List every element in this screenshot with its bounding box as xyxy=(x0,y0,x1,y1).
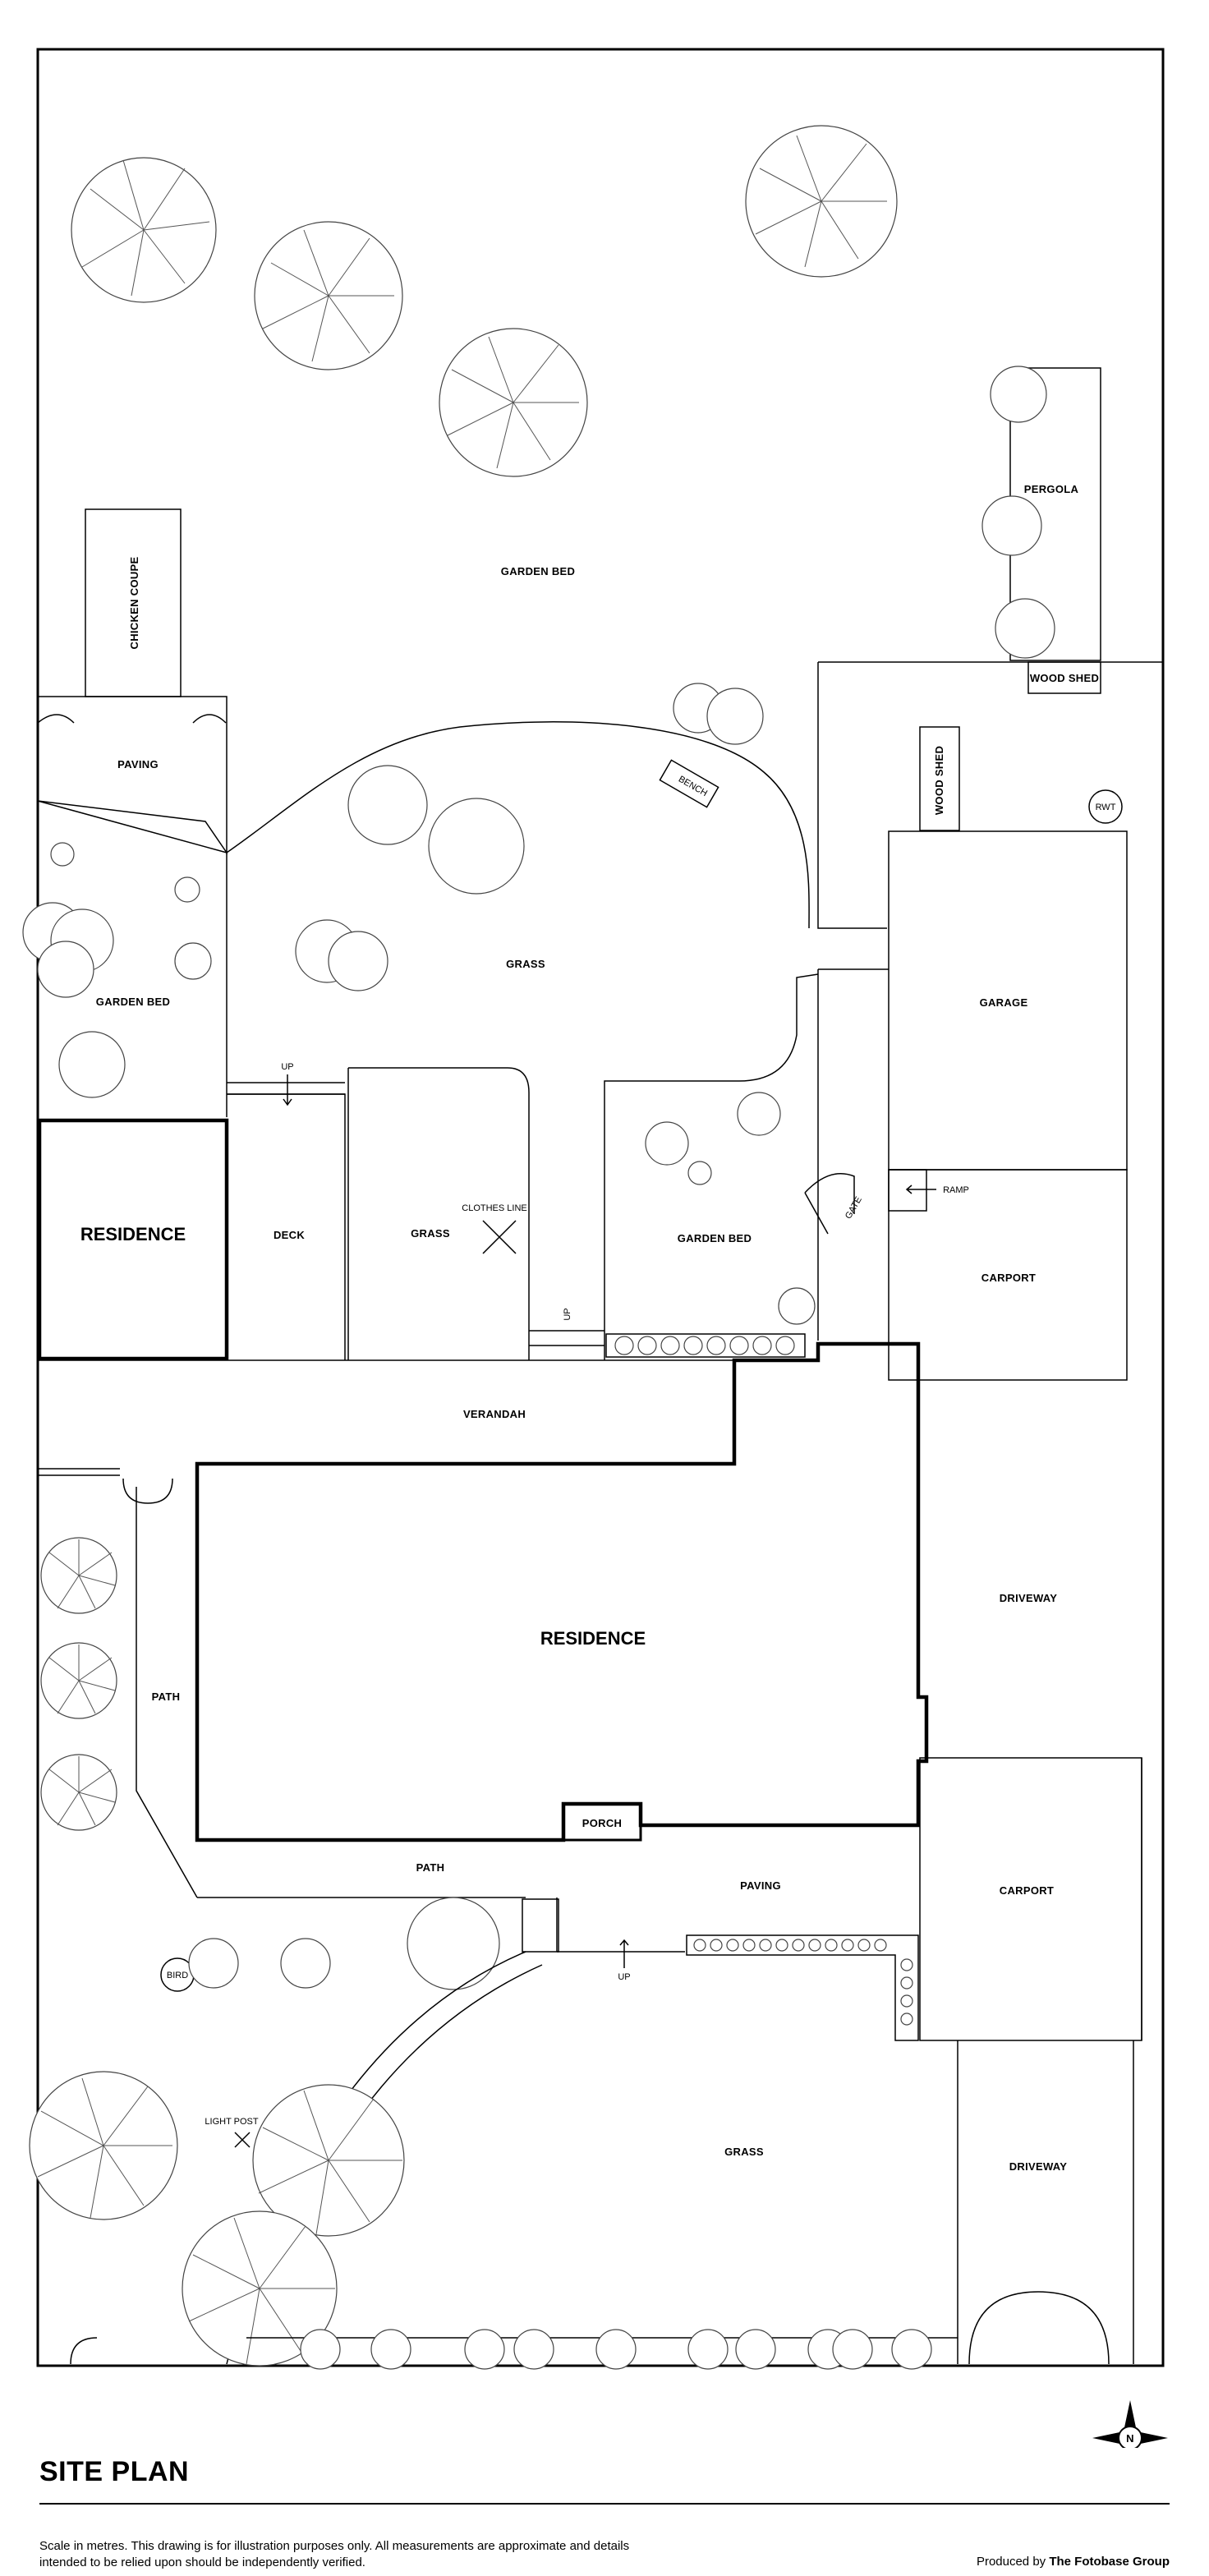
label-gate: GATE xyxy=(844,1195,864,1221)
label-chicken-coupe: CHICKEN COUPE xyxy=(128,556,140,649)
tree-medium xyxy=(428,798,525,895)
label-garage: GARAGE xyxy=(980,996,1028,1009)
bench xyxy=(659,759,719,808)
label-wood-shed-2: WOOD SHED xyxy=(933,746,945,815)
footer: SITE PLAN Scale in metres. This drawing … xyxy=(39,2456,1170,2569)
clothes-line-icon xyxy=(482,1220,517,1254)
label-garden-bed-left: GARDEN BED xyxy=(96,996,170,1008)
tree-large xyxy=(745,125,898,278)
tree-large xyxy=(182,2210,338,2367)
label-garden-bed-mid: GARDEN BED xyxy=(678,1232,752,1244)
hedge xyxy=(605,1333,806,1358)
label-pergola: PERGOLA xyxy=(1024,483,1079,495)
porch xyxy=(562,1802,642,1842)
label-carport-2: CARPORT xyxy=(1000,1884,1054,1897)
label-rwt: RWT xyxy=(1096,803,1116,812)
label-carport-1: CARPORT xyxy=(981,1272,1036,1284)
tree-small xyxy=(280,1938,331,1989)
credit-prefix: Produced by xyxy=(976,2555,1050,2569)
credit-text: Produced by The Fotobase Group xyxy=(977,2555,1170,2569)
label-grass-1: GRASS xyxy=(506,958,545,970)
label-bench: BENCH xyxy=(677,775,709,799)
tree-small xyxy=(188,1938,239,1989)
tree-large xyxy=(252,2084,405,2237)
tree-large xyxy=(29,2071,178,2220)
label-light-post: LIGHT POST xyxy=(205,2117,258,2127)
carport xyxy=(888,1169,1128,1381)
hedge xyxy=(686,1934,919,2041)
tree-small xyxy=(981,495,1042,556)
label-path-1: PATH xyxy=(152,1690,181,1703)
site-plan-title: SITE PLAN xyxy=(39,2456,190,2487)
tree-small xyxy=(737,1092,781,1136)
planter xyxy=(522,1898,559,1953)
label-wood-shed-1: WOOD SHED xyxy=(1030,672,1099,684)
tree-small xyxy=(328,931,388,991)
tree-medium xyxy=(37,941,94,998)
tree-small xyxy=(706,688,764,745)
label-bird: BIRD xyxy=(167,1971,188,1980)
tree-medium xyxy=(407,1897,500,1990)
label-deck: DECK xyxy=(274,1229,305,1241)
tree-large xyxy=(71,157,217,303)
label-up-2: UP xyxy=(563,1308,572,1320)
tree-large xyxy=(439,328,588,477)
footer-divider xyxy=(39,2503,1170,2505)
carport xyxy=(919,1757,1142,2041)
tree-medium xyxy=(58,1031,126,1098)
label-residence-1: RESIDENCE xyxy=(80,1224,186,1244)
disclaimer-text: Scale in metres. This drawing is for ill… xyxy=(39,2539,630,2569)
label-grass-3: GRASS xyxy=(724,2146,764,2158)
north-arrow-icon: N xyxy=(1092,2400,1168,2448)
tree-medium xyxy=(40,1754,117,1831)
label-clothes-line: CLOTHES LINE xyxy=(462,1203,526,1213)
label-grass-2: GRASS xyxy=(411,1227,450,1240)
label-paving-2: PAVING xyxy=(740,1879,781,1892)
tree-small xyxy=(995,598,1055,659)
tree-small xyxy=(645,1121,689,1166)
tree-small xyxy=(347,765,428,845)
rainwater-tank xyxy=(1088,789,1123,824)
label-verandah: VERANDAH xyxy=(463,1408,526,1420)
label-residence-2: RESIDENCE xyxy=(540,1628,646,1649)
label-garden-bed-top: GARDEN BED xyxy=(501,565,575,577)
tree-large xyxy=(254,221,403,370)
tree-medium xyxy=(40,1642,117,1719)
credit-brand: The Fotobase Group xyxy=(1049,2555,1170,2569)
label-porch: PORCH xyxy=(582,1817,622,1829)
tree-small xyxy=(778,1287,816,1325)
tree-small xyxy=(687,1161,712,1185)
site-plan-drawing: GARDEN BED CHICKEN COUPE PERGOLA WOOD SH… xyxy=(22,48,1168,2448)
label-up-1: UP xyxy=(281,1062,293,1072)
label-up-3: UP xyxy=(618,1972,630,1982)
label-paving-1: PAVING xyxy=(117,758,159,770)
tree-small xyxy=(50,842,75,867)
residence-main xyxy=(195,1341,929,1842)
residence xyxy=(37,1118,229,1361)
tree-small xyxy=(990,366,1047,423)
label-driveway-1: DRIVEWAY xyxy=(1000,1592,1058,1604)
light-post-icon xyxy=(234,2132,251,2148)
svg-text:N: N xyxy=(1126,2432,1134,2445)
driveway-gate xyxy=(968,2291,1110,2365)
tree-small xyxy=(174,942,212,980)
tree-medium xyxy=(40,1537,117,1614)
tree-small xyxy=(174,876,200,903)
label-path-2: PATH xyxy=(416,1861,445,1874)
label-ramp: RAMP xyxy=(943,1185,969,1195)
label-driveway-2: DRIVEWAY xyxy=(1009,2160,1068,2173)
wood-shed xyxy=(919,726,960,831)
